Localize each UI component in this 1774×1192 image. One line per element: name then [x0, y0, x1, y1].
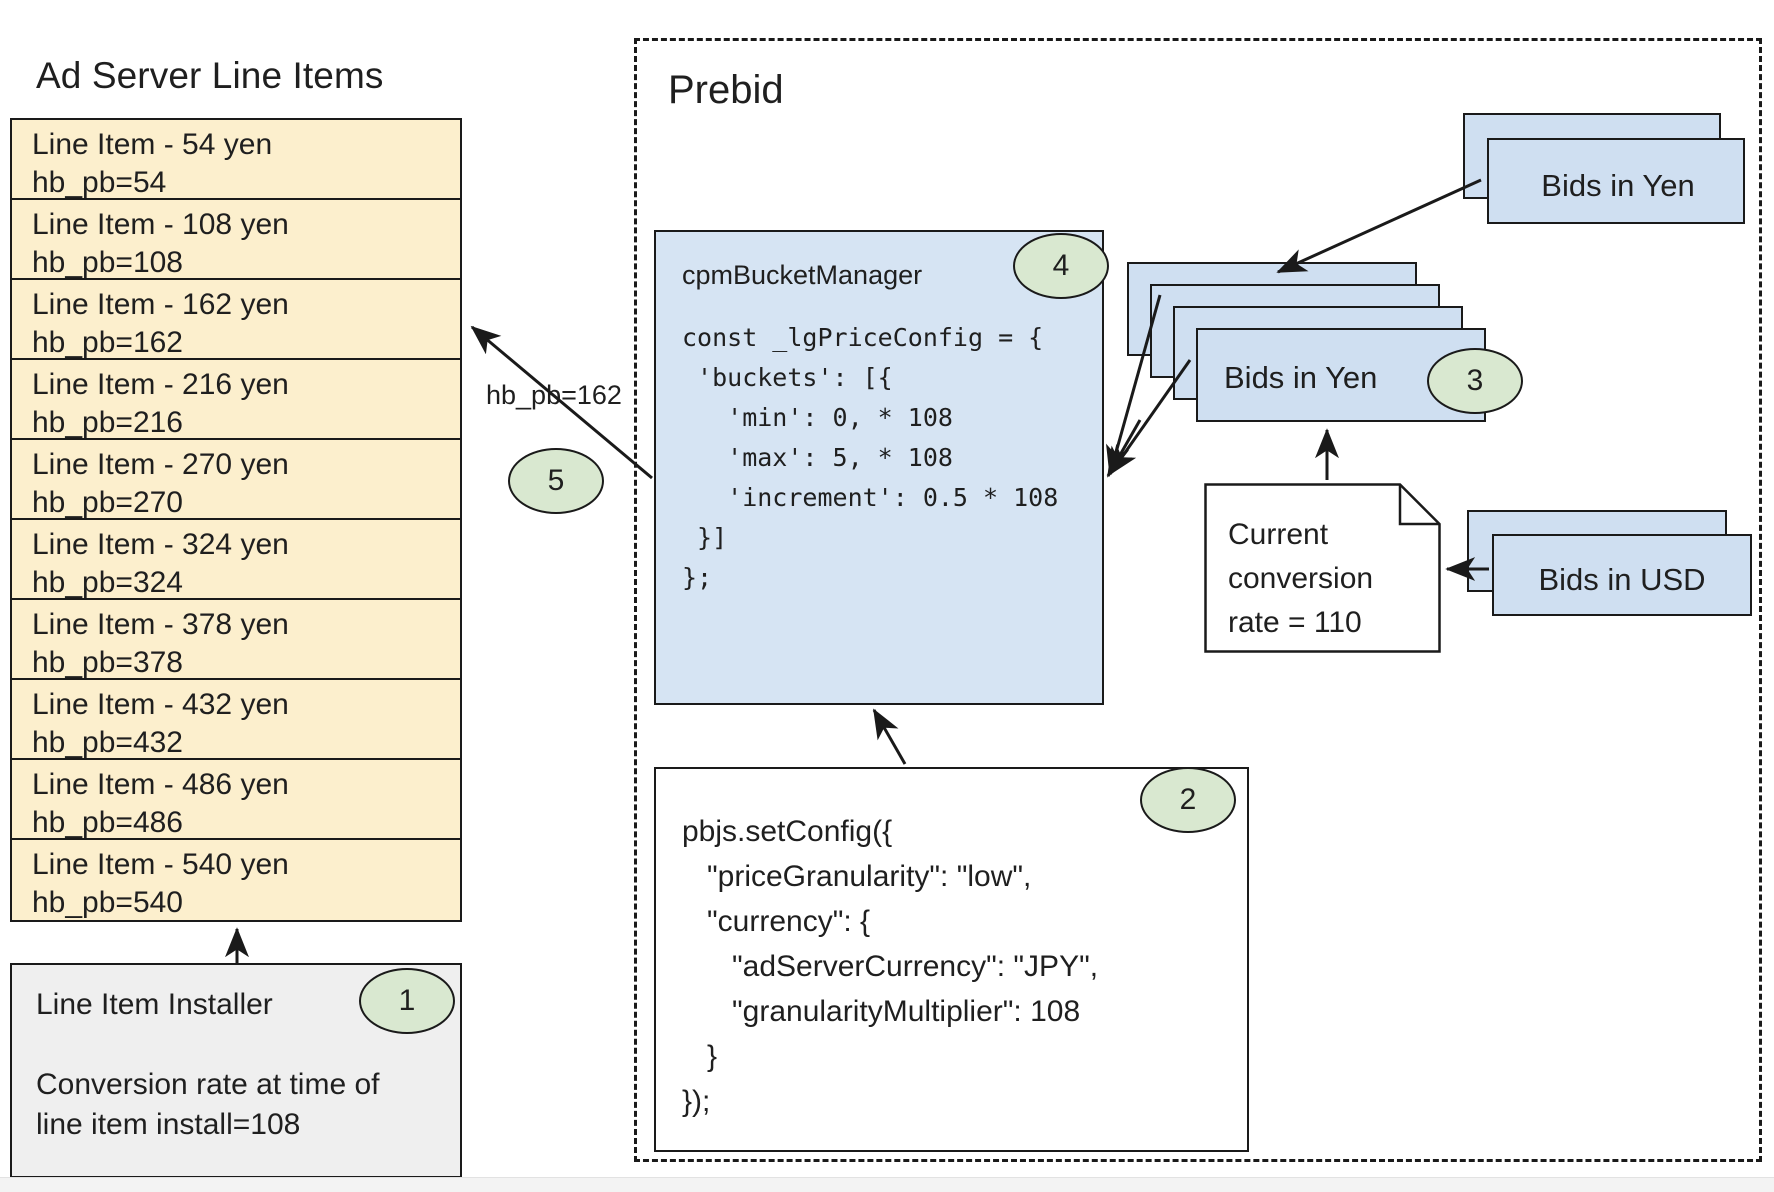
set-config-box[interactable]: pbjs.setConfig({ "priceGranularity": "lo… — [654, 767, 1249, 1152]
line-item-key: hb_pb=270 — [32, 486, 183, 519]
line-item-name: Line Item - 108 yen — [32, 208, 289, 241]
prebid-boundary — [634, 38, 1762, 1162]
cpm-bucket-manager-code: const _lgPriceConfig = { 'buckets': [{ '… — [682, 323, 1059, 592]
line-item-installer-note: Conversion rate at time of line item ins… — [36, 1068, 380, 1141]
line-item-installer-title: Line Item Installer — [36, 988, 273, 1021]
list-item[interactable]: Line Item - 432 yen hb_pb=432 — [12, 680, 460, 760]
ad-server-line-items-list: Line Item - 54 yen hb_pb=54 Line Item - … — [10, 118, 462, 922]
bids-in-usd-card[interactable] — [1492, 534, 1752, 616]
edge-label-hb-pb: hb_pb=162 — [484, 380, 624, 411]
line-item-key: hb_pb=162 — [32, 326, 183, 359]
ad-server-section-title: Ad Server Line Items — [36, 55, 384, 96]
line-item-key: hb_pb=108 — [32, 246, 183, 279]
line-item-name: Line Item - 162 yen — [32, 288, 289, 321]
list-item[interactable]: Line Item - 486 yen hb_pb=486 — [12, 760, 460, 840]
cpm-bucket-manager-box[interactable]: cpmBucketManager const _lgPriceConfig = … — [654, 230, 1104, 705]
list-item[interactable]: Line Item - 378 yen hb_pb=378 — [12, 600, 460, 680]
bids-in-yen-source-card[interactable] — [1487, 138, 1745, 224]
list-item[interactable]: Line Item - 324 yen hb_pb=324 — [12, 520, 460, 600]
line-item-name: Line Item - 378 yen — [32, 608, 289, 641]
step-marker-2: 2 — [1140, 767, 1236, 833]
line-item-key: hb_pb=324 — [32, 566, 183, 599]
bids-in-usd-label: Bids in USD — [1538, 562, 1706, 597]
line-item-key: hb_pb=432 — [32, 726, 183, 759]
list-item[interactable]: Line Item - 216 yen hb_pb=216 — [12, 360, 460, 440]
list-item[interactable]: Line Item - 270 yen hb_pb=270 — [12, 440, 460, 520]
line-item-key: hb_pb=216 — [32, 406, 183, 439]
line-item-name: Line Item - 540 yen — [32, 848, 289, 881]
bids-in-yen-label: Bids in Yen — [1224, 360, 1378, 395]
note-shape — [1204, 483, 1441, 653]
line-item-key: hb_pb=54 — [32, 166, 167, 199]
line-item-key: hb_pb=378 — [32, 646, 183, 679]
bids-in-yen-source-label: Bids in Yen — [1541, 168, 1695, 203]
step-marker-3: 3 — [1427, 348, 1523, 414]
step-marker-5: 5 — [508, 448, 604, 514]
list-item[interactable]: Line Item - 54 yen hb_pb=54 — [12, 120, 460, 200]
conversion-rate-note: Current conversion rate = 110 — [1204, 483, 1441, 653]
line-item-key: hb_pb=540 — [32, 886, 183, 919]
set-config-code: pbjs.setConfig({ "priceGranularity": "lo… — [682, 815, 1099, 1118]
prebid-title: Prebid — [668, 68, 784, 112]
line-item-name: Line Item - 432 yen — [32, 688, 289, 721]
list-item[interactable]: Line Item - 162 yen hb_pb=162 — [12, 280, 460, 360]
conversion-rate-note-text: Current conversion rate = 110 — [1228, 518, 1374, 639]
step-marker-4: 4 — [1013, 233, 1109, 299]
line-item-key: hb_pb=486 — [32, 806, 183, 839]
list-item[interactable]: Line Item - 540 yen hb_pb=540 — [12, 840, 460, 920]
line-item-name: Line Item - 486 yen — [32, 768, 289, 801]
line-item-name: Line Item - 324 yen — [32, 528, 289, 561]
list-item[interactable]: Line Item - 108 yen hb_pb=108 — [12, 200, 460, 280]
line-item-name: Line Item - 216 yen — [32, 368, 289, 401]
line-item-name: Line Item - 270 yen — [32, 448, 289, 481]
step-marker-1: 1 — [359, 968, 455, 1034]
cpm-bucket-manager-heading: cpmBucketManager — [682, 260, 923, 290]
line-item-name: Line Item - 54 yen — [32, 128, 273, 161]
